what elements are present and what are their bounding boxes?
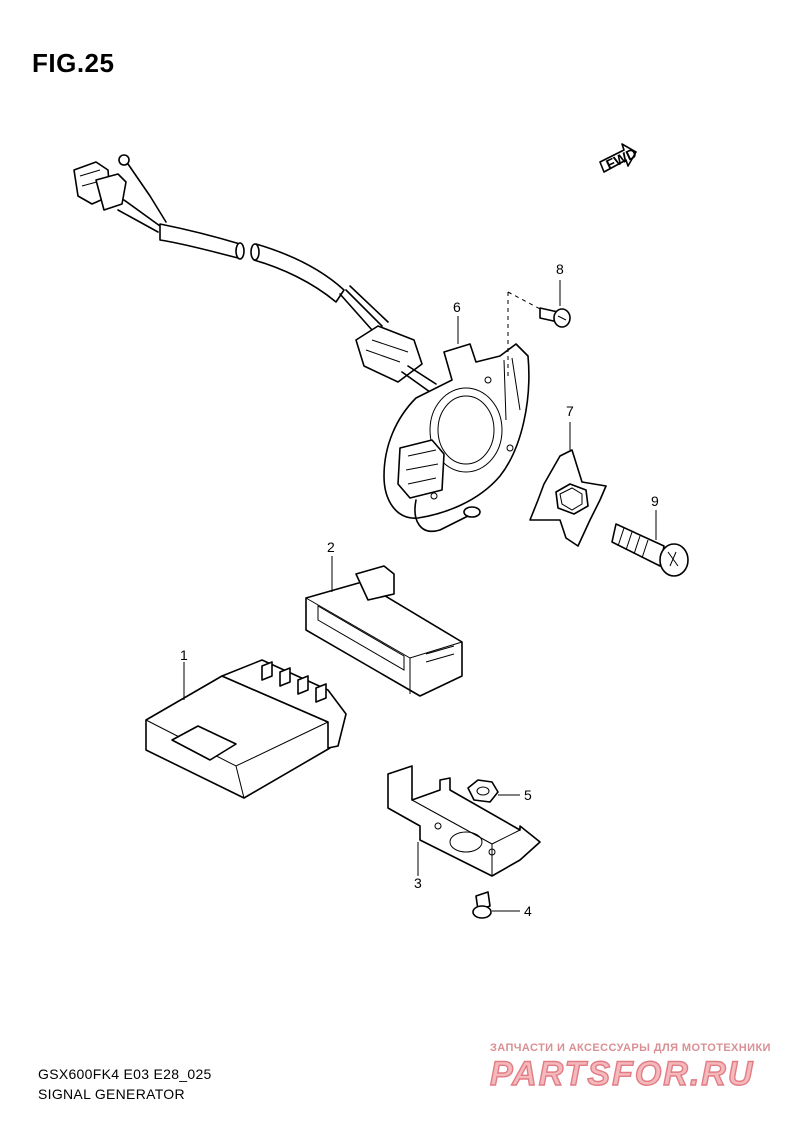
callout-4: 4: [524, 903, 532, 919]
bolt-part-9: [611, 510, 689, 577]
pickup-plate: [383, 291, 543, 533]
callout-5: 5: [524, 787, 532, 803]
callout-1: 1: [180, 647, 188, 663]
callout-3: 3: [414, 875, 422, 891]
screw-part-8: [539, 280, 571, 328]
watermark-tagline: ЗАПЧАСТИ И АКСЕССУАРЫ ДЛЯ МОТОТЕХНИКИ: [490, 1042, 771, 1054]
screw-part-4: [472, 891, 520, 919]
signal-rotor: [529, 422, 607, 547]
fwd-arrow-icon: FWD: [599, 143, 639, 173]
callout-6: 6: [453, 299, 461, 315]
callout-9: 9: [651, 493, 659, 509]
figure-name: SIGNAL GENERATOR: [38, 1086, 185, 1102]
ecm-unit: [145, 659, 347, 799]
wiring-harness: [73, 154, 441, 403]
figure-title: FIG.25: [32, 48, 115, 78]
callout-2: 2: [327, 539, 335, 555]
callout-7: 7: [566, 403, 574, 419]
watermark-logo: PARTSFOR.RU: [489, 1054, 755, 1093]
nut-part-5: [467, 779, 520, 803]
callout-8: 8: [556, 261, 564, 277]
fwd-label: FWD: [603, 145, 639, 173]
ecm-holder: [305, 556, 463, 697]
ecm-bracket: [387, 765, 541, 877]
figure-code: GSX600FK4 E03 E28_025: [38, 1066, 212, 1082]
